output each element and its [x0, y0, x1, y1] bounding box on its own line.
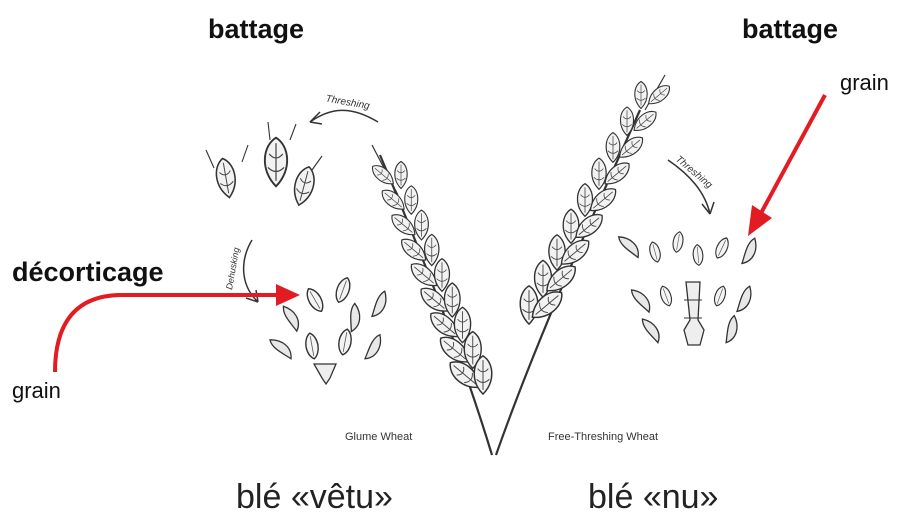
- decorticage-label: décorticage: [12, 257, 164, 288]
- dehusking-arrow: Dehusking: [224, 240, 258, 302]
- ear-spikelet: [405, 186, 418, 214]
- threshed-components-right: [617, 231, 762, 345]
- ble-vetu-label: blé «vêtu»: [236, 478, 393, 517]
- threshing-label-left: Threshing: [325, 94, 371, 113]
- grain-arrow-left: [55, 284, 300, 372]
- ear-spikelet: [592, 158, 606, 189]
- grain-label-left: grain: [12, 378, 61, 404]
- ear-spikelet: [395, 162, 407, 189]
- ear-spikelet: [635, 82, 647, 109]
- ear-spikelet: [578, 184, 593, 217]
- grain-arrow-right: [748, 95, 825, 236]
- ear-spikelet: [535, 260, 552, 297]
- ear-spikelet: [563, 209, 579, 243]
- threshed-spikelets-left: [206, 122, 322, 207]
- glume-wheat-caption: Glume Wheat: [345, 431, 412, 443]
- grain-label-right: grain: [840, 70, 889, 96]
- ear-spikelet: [549, 235, 565, 270]
- dehusking-label: Dehusking: [224, 247, 241, 291]
- ear-spikelet: [425, 234, 439, 265]
- free-threshing-wheat-ear: [496, 75, 673, 455]
- glume-wheat-ear: [369, 145, 492, 455]
- battage-label-left: battage: [208, 14, 304, 45]
- battage-label-right: battage: [742, 14, 838, 45]
- ble-nu-label: blé «nu»: [588, 478, 718, 517]
- ear-spikelet: [520, 286, 538, 324]
- threshing-label-right: Threshing: [673, 154, 714, 191]
- free-threshing-wheat-caption: Free-Threshing Wheat: [548, 431, 658, 443]
- ear-spikelet: [435, 259, 450, 292]
- ear-spikelet: [474, 356, 492, 394]
- ear-spikelet: [415, 210, 429, 240]
- threshing-arrow-right: Threshing: [668, 154, 715, 214]
- threshing-arrow-left: Threshing: [310, 94, 378, 124]
